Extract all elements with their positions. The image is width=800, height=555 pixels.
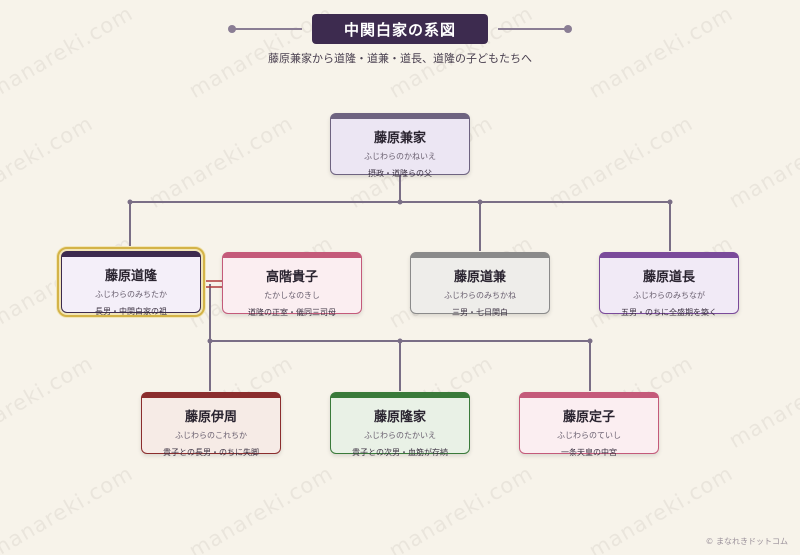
copyright-footer: © まなれきドットコム (705, 537, 788, 546)
node-description: 貴子との次男・血筋が存続 (352, 448, 448, 457)
node-michikane: 藤原道兼 ふじわらのみちかね 三男・七日関白 (410, 252, 550, 317)
page-title: 中関白家の系図 (312, 14, 488, 44)
node-name: 藤原隆家 (373, 410, 426, 425)
node-description: 道隆の正室・儀同三司母 (248, 308, 336, 317)
junction-dot (587, 338, 593, 344)
title-rule-left (232, 28, 302, 30)
node-reading: ふじわらのかねいえ (364, 152, 436, 161)
node-description: 一条天皇の中宮 (561, 448, 617, 457)
node-kaneie: 藤原兼家 ふじわらのかねいえ 摂政・道隆らの父 (330, 113, 470, 178)
title-dot-right (564, 25, 572, 33)
node-takako: 高階貴子 たかしなのきし 道隆の正室・儀同三司母 (222, 252, 362, 317)
node-description: 三男・七日関白 (452, 308, 508, 317)
node-name: 藤原道隆 (104, 269, 157, 284)
junction-dot (397, 199, 403, 205)
node-takaie: 藤原隆家 ふじわらのたかいえ 貴子との次男・血筋が存続 (330, 392, 470, 457)
node-michitaka: 藤原道隆 ふじわらのみちたか 長男・中関白家の祖 (57, 247, 205, 317)
node-description: 貴子との長男・のちに失脚 (163, 448, 259, 457)
node-description: 摂政・道隆らの父 (368, 169, 432, 178)
node-reading: ふじわらのこれちか (175, 431, 247, 440)
node-name: 藤原道長 (642, 270, 695, 285)
node-reading: ふじわらのみちたか (95, 290, 167, 299)
node-name: 藤原兼家 (373, 131, 426, 146)
node-michinaga: 藤原道長 ふじわらのみちなが 五男・のちに全盛期を築く (599, 252, 739, 317)
title-dot-left (228, 25, 236, 33)
title-rule-right (498, 28, 568, 30)
node-reading: ふじわらのみちなが (633, 291, 705, 300)
node-name: 高階貴子 (265, 270, 318, 285)
node-description: 長男・中関白家の祖 (95, 307, 167, 316)
node-name: 藤原定子 (562, 410, 615, 425)
title-bar: 中関白家の系図 (0, 14, 800, 44)
node-description: 五男・のちに全盛期を築く (621, 308, 717, 317)
junction-dot (207, 338, 213, 344)
node-teishi: 藤原定子 ふじわらのていし 一条天皇の中宮 (519, 392, 659, 457)
junction-dot (477, 199, 483, 205)
node-reading: たかしなのきし (264, 291, 320, 300)
node-reading: ふじわらのみちかね (444, 291, 516, 300)
node-reading: ふじわらのたかいえ (364, 431, 436, 440)
junction-dot (667, 199, 673, 205)
node-name: 藤原伊周 (184, 410, 237, 425)
node-reading: ふじわらのていし (557, 431, 621, 440)
junction-dot (127, 199, 133, 205)
junction-dot (397, 338, 403, 344)
node-korechika: 藤原伊周 ふじわらのこれちか 貴子との長男・のちに失脚 (141, 392, 281, 457)
page-subtitle: 藤原兼家から道隆・道兼・道長、道隆の子どもたちへ (268, 52, 532, 65)
node-name: 藤原道兼 (453, 270, 506, 285)
